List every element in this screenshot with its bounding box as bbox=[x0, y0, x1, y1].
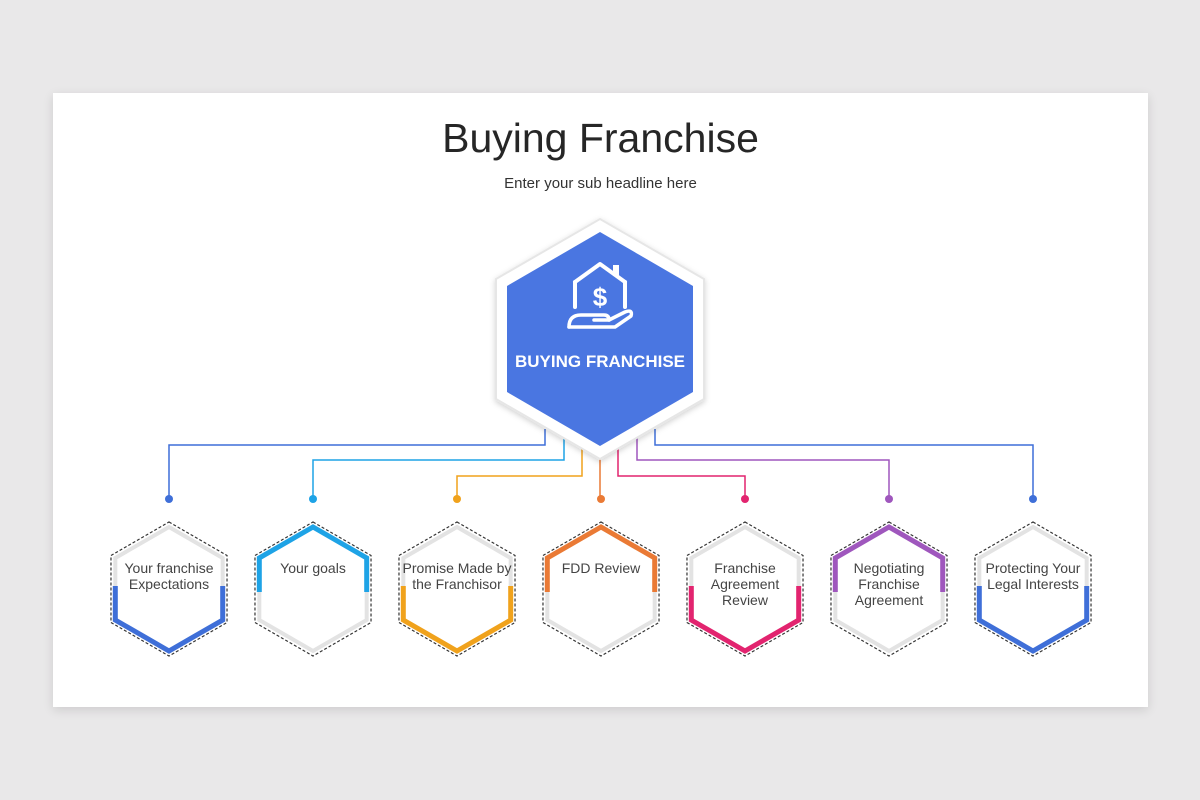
node-label: FDD Review bbox=[561, 560, 641, 576]
node-hexagon-accent bbox=[256, 524, 370, 592]
page-title: Buying Franchise bbox=[442, 115, 759, 161]
connector-line bbox=[636, 429, 890, 499]
connector-dot bbox=[597, 495, 605, 503]
connector-line bbox=[617, 429, 746, 499]
connector-line bbox=[654, 429, 1034, 499]
connector-dot bbox=[453, 495, 461, 503]
center-hexagon: $ bbox=[495, 217, 705, 461]
node-hexagon-outline bbox=[254, 521, 372, 657]
franchise-diagram: $ bbox=[110, 217, 1092, 657]
connector-line bbox=[312, 429, 565, 499]
node-hexagon-accent bbox=[976, 586, 1090, 654]
connector-dot bbox=[1029, 495, 1037, 503]
connector-line bbox=[456, 429, 583, 499]
node-label: Your franchise Expectations bbox=[124, 560, 214, 592]
connector-dot bbox=[741, 495, 749, 503]
node-label: Franchise Agreement Review bbox=[710, 560, 780, 608]
node-hexagon-accent bbox=[688, 586, 802, 654]
node-label: Your goals bbox=[280, 560, 346, 576]
node-hexagon-accent bbox=[112, 586, 226, 654]
page-subtitle: Enter your sub headline here bbox=[504, 175, 697, 192]
node-hexagon-outline bbox=[686, 521, 804, 657]
node-hexagon-accent bbox=[400, 586, 514, 654]
center-label: BUYING FRANCHISE bbox=[514, 352, 685, 371]
connector-dot bbox=[885, 495, 893, 503]
connector-line bbox=[168, 429, 546, 499]
node-hexagon-outline bbox=[110, 521, 228, 657]
node-hexagon-outline bbox=[398, 521, 516, 657]
node-hexagon-accent bbox=[544, 524, 658, 592]
connector-dot bbox=[165, 495, 173, 503]
node-label: Negotiating Franchise Agreement bbox=[853, 560, 925, 608]
node-label: Protecting Your Legal Interests bbox=[985, 560, 1081, 592]
node-label: Promise Made by the Franchisor bbox=[402, 560, 512, 592]
node-hexagon-outline bbox=[542, 521, 660, 657]
center-hexagon-fill bbox=[507, 232, 693, 446]
node-hexagon-outline bbox=[830, 521, 948, 657]
dollar-icon: $ bbox=[593, 282, 608, 312]
house-dollar-hand-icon bbox=[567, 262, 634, 329]
node-hexagon-outline bbox=[974, 521, 1092, 657]
connector-lines bbox=[168, 429, 1034, 499]
slide: Buying Franchise Enter your sub headline… bbox=[53, 93, 1148, 707]
connector-dot bbox=[309, 495, 317, 503]
node-hexagons bbox=[110, 495, 1092, 657]
node-hexagon-accent bbox=[832, 524, 946, 592]
